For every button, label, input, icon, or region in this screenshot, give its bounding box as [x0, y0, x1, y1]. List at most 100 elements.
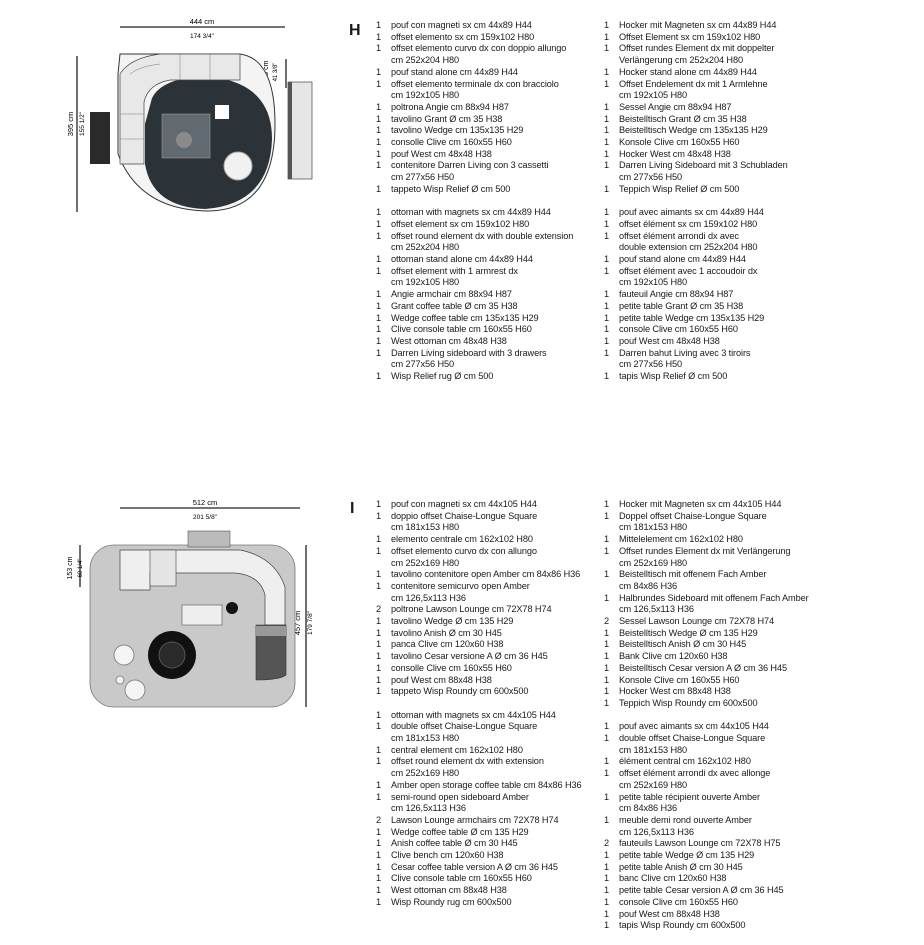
- item-quantity: 1: [604, 873, 610, 884]
- plan-h-drawing: 444 cm 174 3/4" 395 cm 155 1/2" 105 cm 4…: [66, 17, 313, 212]
- item-description: offset round element dx with double exte…: [391, 230, 574, 241]
- item-quantity: 1: [376, 218, 382, 229]
- item-quantity: 1: [604, 78, 610, 89]
- item-quantity: 1: [604, 125, 610, 136]
- item-description: petite table Grant Ø cm 35 H38: [619, 300, 744, 311]
- item-description: cm 252x169 H80: [391, 557, 460, 568]
- list-item: cm 252x204 H80: [376, 242, 573, 254]
- list-item: 1 Hocker mit Magneten sx cm 44x105 H44: [604, 499, 809, 511]
- item-description: central element cm 162x102 H80: [391, 744, 523, 755]
- amber-table: [181, 604, 223, 626]
- item-quantity: 1: [604, 920, 610, 931]
- item-quantity: 1: [376, 639, 382, 650]
- item-quantity: 1: [604, 148, 610, 159]
- item-description: Offset rundes Element dx mit Verlängerun…: [619, 545, 791, 556]
- list-item: cm 84x86 H36: [604, 581, 809, 593]
- item-quantity: 1: [604, 499, 610, 509]
- plan-i-width-cm: 512 cm: [193, 498, 218, 507]
- item-description: tavolino Grant Ø cm 35 H38: [391, 113, 503, 124]
- item-quantity: 1: [604, 674, 610, 685]
- item-quantity: 1: [604, 850, 610, 861]
- item-description: West ottoman cm 48x48 H38: [391, 335, 507, 346]
- item-description: Beistelltisch Grant Ø cm 35 H38: [619, 113, 747, 124]
- plan-h-side-in: 41 3/8": [273, 63, 279, 82]
- item-quantity: 1: [604, 545, 610, 556]
- item-quantity: 1: [376, 545, 382, 556]
- item-quantity: 1: [376, 324, 382, 335]
- item-quantity: 1: [604, 756, 610, 767]
- item-description: Darren Living sideboard with 3 drawers: [391, 347, 547, 358]
- list-item: 1 élément central cm 162x102 H80: [604, 756, 809, 768]
- item-quantity: 1: [604, 347, 610, 358]
- item-quantity: 1: [604, 289, 610, 300]
- item-description: Verlängerung cm 252x204 H80: [619, 55, 743, 66]
- item-description: élément central cm 162x102 H80: [619, 756, 751, 767]
- item-description: tapis Wisp Relief Ø cm 500: [619, 371, 728, 382]
- item-quantity: 1: [376, 779, 382, 790]
- item-description: pouf West cm 48x48 H38: [619, 335, 720, 346]
- item-description: Clive bench cm 120x60 H38: [391, 850, 504, 861]
- item-description: Konsole Clive cm 160x55 H60: [619, 674, 740, 685]
- item-description: cm 252x169 H80: [391, 768, 460, 779]
- list-item: cm 252x204 H80: [376, 55, 573, 67]
- item-quantity: 1: [604, 43, 610, 54]
- item-description: offset round element dx with extension: [391, 756, 544, 767]
- item-description: petite table récipient ouverte Amber: [619, 791, 760, 802]
- item-description: tappeto Wisp Roundy cm 600x500: [391, 686, 529, 697]
- item-quantity: 1: [604, 908, 610, 919]
- item-quantity: 1: [604, 896, 610, 907]
- item-description: West ottoman cm 88x48 H38: [391, 885, 507, 896]
- item-quantity: 1: [604, 861, 610, 872]
- item-description: cm 181x153 H80: [619, 522, 688, 533]
- item-quantity: 1: [376, 265, 382, 276]
- item-quantity: 1: [604, 651, 610, 662]
- item-description: cm 277x56 H50: [619, 172, 683, 183]
- item-description: Darren bahut Living avec 3 tiroirs: [619, 347, 751, 358]
- item-description: Wisp Relief rug Ø cm 500: [391, 371, 494, 382]
- item-quantity: 1: [376, 838, 382, 849]
- list-item: cm 181x153 H80: [604, 522, 809, 534]
- lawson-chair-1: [113, 644, 135, 666]
- item-description: Hocker mit Magneten sx cm 44x105 H44: [619, 499, 782, 509]
- item-quantity: 1: [604, 569, 610, 580]
- item-quantity: 1: [376, 861, 382, 872]
- item-description: cm 181x153 H80: [391, 733, 460, 744]
- list-item: cm 252x169 H80: [604, 780, 809, 792]
- item-description: Angie armchair cm 88x94 H87: [391, 289, 512, 300]
- item-description: fauteuils Lawson Lounge cm 72X78 H75: [619, 838, 781, 849]
- item-description: Teppich Wisp Roundy cm 600x500: [619, 697, 758, 708]
- item-quantity: 1: [376, 686, 382, 697]
- item-quantity: 1: [604, 324, 610, 335]
- sofa-offset: [119, 53, 241, 165]
- item-description: doppio offset Chaise-Longue Square: [391, 510, 538, 521]
